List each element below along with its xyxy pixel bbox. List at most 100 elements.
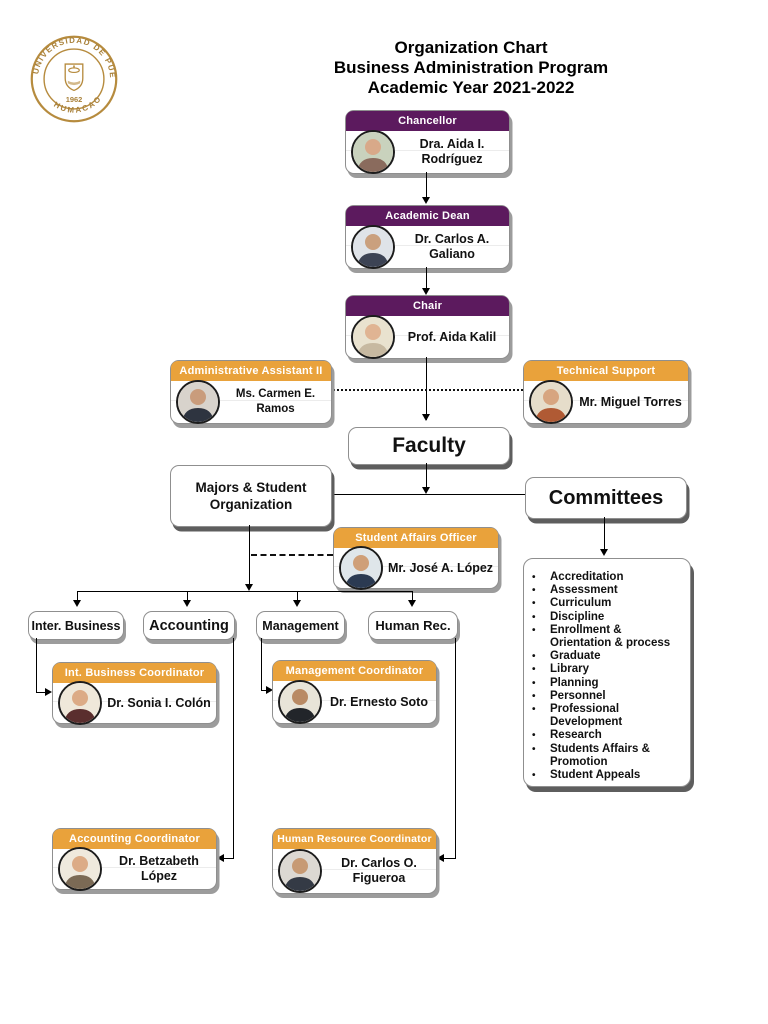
bullet-icon: • bbox=[532, 651, 536, 663]
committee-item: •Research bbox=[532, 729, 602, 742]
academic-dean-name: Dr. Carlos A. Galiano bbox=[414, 232, 490, 261]
department-distributor-line bbox=[77, 591, 413, 592]
connector-ac-coordinator-v bbox=[233, 638, 234, 858]
committee-item: •Graduate bbox=[532, 650, 601, 663]
connector-dean-chair bbox=[426, 267, 427, 290]
node-admin-assistant: Administrative Assistant II Ms. Carmen E… bbox=[170, 360, 332, 424]
university-seal-logo: UNIVERSIDAD DE PUERTO RICO HUMACAO 1962 bbox=[30, 35, 118, 123]
chancellor-title: Chancellor bbox=[346, 111, 509, 131]
committee-item: •Planning bbox=[532, 676, 599, 689]
student-affairs-name: Mr. José A. López bbox=[387, 560, 494, 575]
chair-title: Chair bbox=[346, 296, 509, 316]
dept-inter-business-label: Inter. Business bbox=[31, 618, 121, 633]
drop-human-rec bbox=[412, 591, 413, 602]
dashed-link-student-affairs bbox=[251, 554, 333, 556]
int-business-coordinator-photo bbox=[58, 681, 102, 725]
technical-support-title: Technical Support bbox=[524, 361, 688, 381]
accounting-coordinator-photo bbox=[58, 847, 102, 891]
admin-assistant-name: Ms. Carmen E. Ramos bbox=[235, 388, 316, 415]
majors-label: Majors & Student Organization bbox=[195, 480, 307, 512]
seal-book-icon bbox=[67, 80, 81, 86]
bullet-icon: • bbox=[532, 624, 536, 636]
node-dept-accounting: Accounting bbox=[143, 611, 235, 640]
connector-faculty-junction bbox=[426, 463, 427, 488]
committees-label: Committees bbox=[548, 486, 664, 509]
academic-dean-title: Academic Dean bbox=[346, 206, 509, 226]
node-dept-management: Management bbox=[256, 611, 345, 640]
admin-assistant-title: Administrative Assistant II bbox=[171, 361, 331, 381]
connector-chair-faculty bbox=[426, 357, 427, 420]
committee-item: •Enrollment & Orientation & process bbox=[532, 623, 671, 650]
node-int-business-coordinator: Int. Business Coordinator Dr. Sonia I. C… bbox=[52, 662, 217, 725]
student-affairs-title: Student Affairs Officer bbox=[334, 528, 498, 548]
arrow-human-rec bbox=[408, 600, 416, 607]
accounting-coordinator-title: Accounting Coordinator bbox=[53, 829, 216, 849]
hr-coordinator-title: Human Resource Coordinator bbox=[273, 829, 436, 849]
connector-hr-coordinator-h bbox=[444, 858, 456, 859]
drop-management bbox=[297, 591, 298, 602]
committee-item: •Personnel bbox=[532, 689, 606, 702]
title-line-1: Organization Chart bbox=[394, 38, 548, 57]
drop-inter-business bbox=[77, 591, 78, 602]
dept-human-rec-label: Human Rec. bbox=[375, 618, 451, 633]
management-coordinator-name: Dr. Ernesto Soto bbox=[330, 694, 428, 709]
committee-item: •Student Appeals bbox=[532, 769, 641, 782]
hr-coordinator-name: Dr. Carlos O. Figueroa bbox=[341, 856, 417, 885]
dotted-link-assistant-support bbox=[330, 389, 523, 391]
connector-ib-coordinator-h bbox=[36, 692, 46, 693]
node-majors: Majors & Student Organization bbox=[170, 465, 332, 527]
connector-mg-coordinator-v bbox=[261, 638, 262, 690]
bullet-icon: • bbox=[532, 585, 536, 597]
committee-items: •Accreditation •Assessment •Curriculum •… bbox=[532, 571, 684, 782]
technical-support-name: Mr. Miguel Torres bbox=[579, 394, 682, 409]
connector-chancellor-dean bbox=[426, 172, 427, 198]
technical-support-photo bbox=[529, 380, 573, 424]
chancellor-photo bbox=[351, 130, 395, 174]
arrow-mg-coordinator bbox=[266, 686, 273, 694]
committee-list: •Accreditation •Assessment •Curriculum •… bbox=[523, 558, 691, 787]
chair-photo bbox=[351, 315, 395, 359]
node-dept-inter-business: Inter. Business bbox=[28, 611, 124, 640]
admin-assistant-photo bbox=[176, 380, 220, 424]
committee-item: •Students Affairs & Promotion bbox=[532, 742, 650, 768]
title-line-2: Business Administration Program bbox=[333, 58, 609, 77]
management-coordinator-photo bbox=[278, 680, 322, 724]
node-student-affairs: Student Affairs Officer Mr. José A. Lópe… bbox=[333, 527, 499, 590]
node-chancellor: Chancellor Dra. Aida I. Rodríguez bbox=[345, 110, 510, 174]
bullet-icon: • bbox=[532, 677, 536, 689]
management-coordinator-title: Management Coordinator bbox=[273, 661, 436, 681]
committee-item: •Accreditation bbox=[532, 571, 624, 583]
seal-shield-icon bbox=[64, 63, 84, 92]
node-hr-coordinator: Human Resource Coordinator Dr. Carlos O.… bbox=[272, 828, 437, 894]
dept-management-label: Management bbox=[262, 618, 339, 633]
bullet-icon: • bbox=[532, 690, 536, 702]
committee-item: •Discipline bbox=[532, 610, 605, 623]
drop-accounting bbox=[187, 591, 188, 602]
node-chair: Chair Prof. Aida Kalil bbox=[345, 295, 510, 359]
faculty-label: Faculty bbox=[392, 434, 466, 457]
int-business-coordinator-name: Dr. Sonia I. Colón bbox=[107, 695, 211, 710]
committee-item: •Professional Development bbox=[532, 703, 623, 729]
student-affairs-photo bbox=[339, 546, 383, 590]
bullet-icon: • bbox=[532, 664, 536, 676]
connector-committees-list bbox=[604, 517, 605, 550]
node-academic-dean: Academic Dean Dr. Carlos A. Galiano bbox=[345, 205, 510, 269]
dept-accounting-label: Accounting bbox=[149, 617, 229, 634]
committee-item: •Curriculum bbox=[532, 597, 612, 610]
arrow-inter-business bbox=[73, 600, 81, 607]
arrow-to-junction bbox=[422, 487, 430, 494]
academic-dean-photo bbox=[351, 225, 395, 269]
node-accounting-coordinator: Accounting Coordinator Dr. Betzabeth Lóp… bbox=[52, 828, 217, 891]
chancellor-name: Dra. Aida I. Rodríguez bbox=[419, 137, 485, 166]
arrow-to-dean bbox=[422, 197, 430, 204]
arrow-ib-coordinator bbox=[45, 688, 52, 696]
arrow-to-chair bbox=[422, 288, 430, 295]
seal-year: 1962 bbox=[66, 95, 83, 104]
chair-name: Prof. Aida Kalil bbox=[407, 329, 497, 344]
bullet-icon: • bbox=[532, 730, 536, 742]
accounting-coordinator-name: Dr. Betzabeth López bbox=[119, 854, 199, 883]
committee-item: •Assessment bbox=[532, 584, 618, 597]
page-title: Organization Chart Business Administrati… bbox=[288, 38, 654, 98]
seal-lamp-icon bbox=[68, 67, 80, 74]
